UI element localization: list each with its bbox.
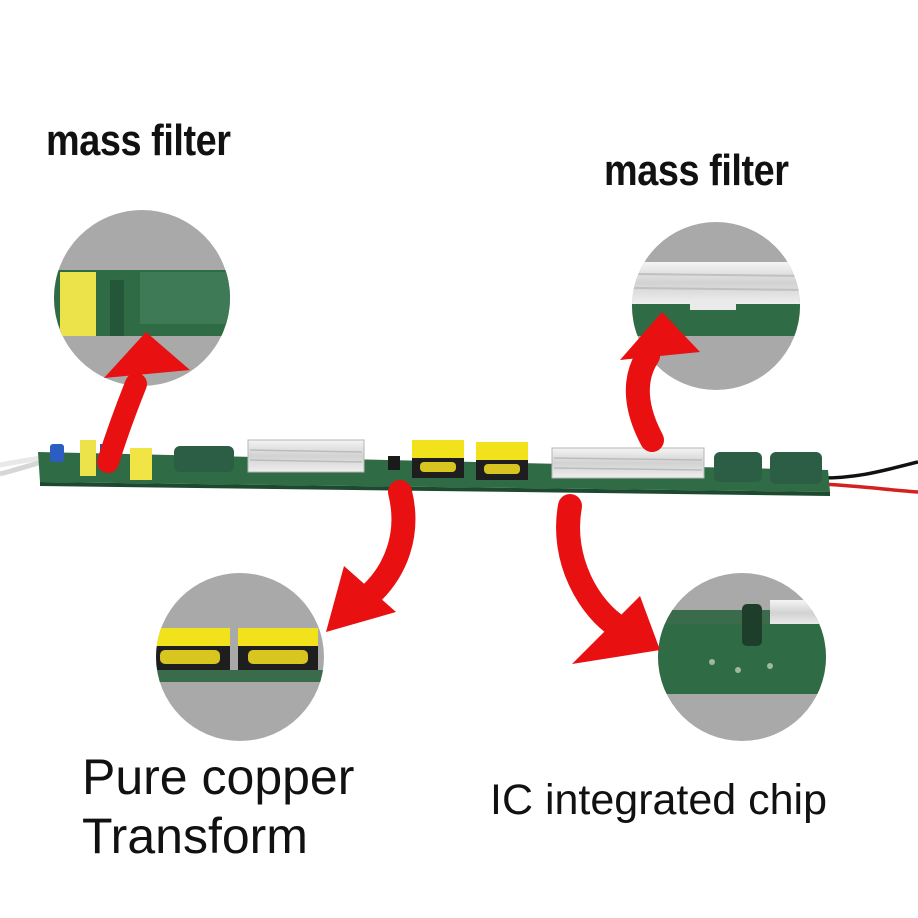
output-wires [821,460,918,494]
heatsink-left [247,439,365,473]
inductor-coil [174,446,234,472]
arrow-to-bottom-right [556,494,660,664]
yellow-filter [80,440,96,476]
label-ic-integrated-chip: IC integrated chip [490,776,828,824]
zoom-circle-top-right [632,222,800,390]
black-capacitor [388,456,400,470]
zoom-circle-top-left [54,210,230,386]
transformer-right [476,442,528,480]
zoom-circle-bottom-right [658,573,826,741]
board-components [50,439,822,484]
transformer-left [412,440,464,478]
arrow-to-top-right [620,312,700,452]
input-wires [0,455,43,477]
heatsink-right [551,447,705,479]
zoom-circle-bottom-left [156,573,324,741]
yellow-filter-2 [130,448,152,480]
inductor-coil-3 [770,452,822,484]
label-pure-copper-transform: Pure copper Transform [82,748,354,866]
label-line-transform: Transform [82,808,308,864]
inductor-coil-2 [714,452,762,482]
arrow-to-bottom-left [326,480,416,632]
arrow-to-top-left [97,332,190,473]
label-mass-filter-left: mass filter [46,116,231,165]
blue-capacitor [50,444,64,462]
label-mass-filter-right: mass filter [604,146,789,195]
label-line-pure-copper: Pure copper [82,749,355,805]
